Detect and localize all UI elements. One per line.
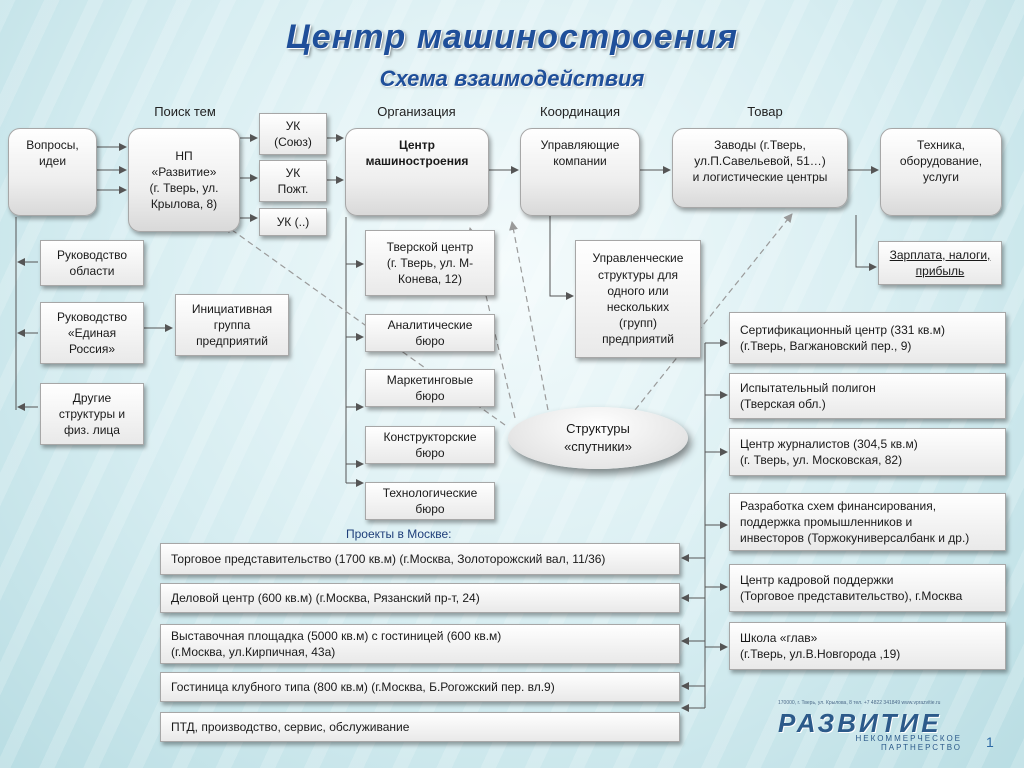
- project-item: Гостиница клубного типа (800 кв.м) (г.Мо…: [160, 672, 680, 702]
- projects-header: Проекты в Москве:: [346, 527, 452, 541]
- other-structures-box: Другие структуры и физ. лица: [40, 383, 144, 445]
- cert-center-box: Сертификационный центр (331 кв.м) (г.Тве…: [729, 312, 1006, 364]
- uk-pozh-box: УК Пожт.: [259, 160, 327, 202]
- logo-brand: РАЗВИТИЕ: [778, 708, 942, 738]
- test-polygon-box: Испытательный полигон (Тверская обл.): [729, 373, 1006, 419]
- tech-box: Техника, оборудование, услуги: [880, 128, 1002, 216]
- logo-tagline-1: НЕКОММЕРЧЕСКОЕ: [855, 734, 962, 743]
- plants-box: Заводы (г.Тверь, ул.П.Савельевой, 51…) и…: [672, 128, 848, 208]
- header-goods: Товар: [747, 104, 783, 119]
- finance-schemes-box: Разработка схем финансирования, поддержк…: [729, 493, 1006, 551]
- page-title: Центр машиностроения: [286, 18, 738, 56]
- region-leadership-box: Руководство области: [40, 240, 144, 286]
- uk-soyuz-box: УК (Союз): [259, 113, 327, 155]
- header-coordination: Координация: [540, 104, 620, 119]
- tech-bureau-box: Технологические бюро: [365, 482, 495, 520]
- analytic-bureau-box: Аналитические бюро: [365, 314, 495, 352]
- managing-companies-box: Управляющие компании: [520, 128, 640, 216]
- project-item: Выставочная площадка (5000 кв.м) с гости…: [160, 624, 680, 664]
- project-item: ПТД, производство, сервис, обслуживание: [160, 712, 680, 742]
- center-box: Центр машиностроения: [345, 128, 489, 216]
- mgmt-structures-box: Управленческие структуры для одного или …: [575, 240, 701, 358]
- design-bureau-box: Конструкторские бюро: [365, 426, 495, 464]
- party-leadership-box: Руководство «Единая Россия»: [40, 302, 144, 364]
- salary-box: Зарплата, налоги, прибыль: [878, 241, 1002, 285]
- header-organization: Организация: [377, 104, 456, 119]
- satellites-ellipse: Структуры «спутники»: [508, 407, 688, 469]
- questions-box: Вопросы, идеи: [8, 128, 97, 216]
- np-razvitie-box: НП «Развитие» (г. Тверь, ул. Крылова, 8): [128, 128, 240, 232]
- logo-tagline-2: ПАРТНЕРСТВО: [881, 743, 962, 752]
- marketing-bureau-box: Маркетинговые бюро: [365, 369, 495, 407]
- project-item: Деловой центр (600 кв.м) (г.Москва, Ряза…: [160, 583, 680, 613]
- page-subtitle: Схема взаимодействия: [379, 66, 645, 91]
- school-box: Школа «глав» (г.Тверь, ул.В.Новгорода ,1…: [729, 622, 1006, 670]
- initiative-group-box: Инициативная группа предприятий: [175, 294, 289, 356]
- tver-center-box: Тверской центр (г. Тверь, ул. М- Конева,…: [365, 230, 495, 296]
- journalists-center-box: Центр журналистов (304,5 кв.м) (г. Тверь…: [729, 428, 1006, 476]
- header-search: Поиск тем: [154, 104, 216, 119]
- razvitie-logo: 170000, г. Тверь, ул. Крылова, 8 тел. +7…: [778, 700, 968, 752]
- uk-other-box: УК (..): [259, 208, 327, 236]
- hr-center-box: Центр кадровой поддержки (Торговое предс…: [729, 564, 1006, 612]
- page-number: 1: [986, 734, 994, 750]
- project-item: Торговое представительство (1700 кв.м) (…: [160, 543, 680, 575]
- logo-address: 170000, г. Тверь, ул. Крылова, 8 тел. +7…: [778, 700, 941, 706]
